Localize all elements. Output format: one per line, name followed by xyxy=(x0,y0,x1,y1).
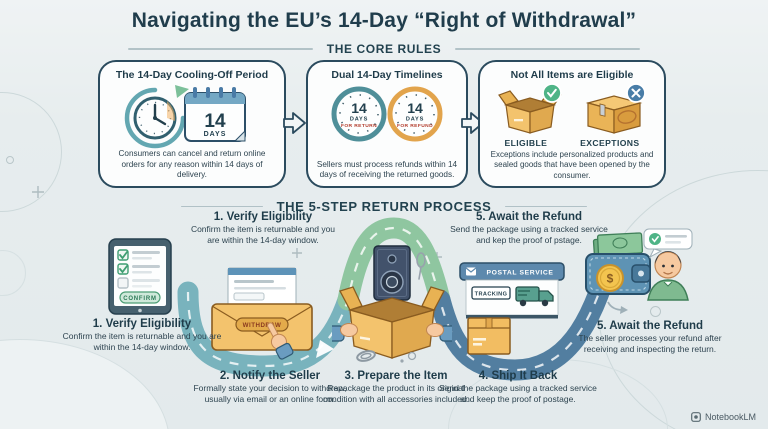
speech-bubble-icon xyxy=(643,228,693,259)
card-title: The 14-Day Cooling-Off Period xyxy=(115,69,269,81)
confirm-button-graphic xyxy=(119,291,161,304)
package-icon xyxy=(467,317,511,355)
notebooklm-watermark: NotebookLM xyxy=(691,412,756,422)
step1-left-block: 1. Verify Eligibility Confirm the item i… xyxy=(62,318,222,353)
card-description: Sellers must process refunds within 14 d… xyxy=(316,159,458,180)
step-title: 5. Await the Refund xyxy=(596,320,704,332)
days-number: 14 xyxy=(204,111,226,132)
flow-arrowhead-icon xyxy=(316,340,334,358)
step4-block: 4. Ship It Back Send the package using a… xyxy=(438,370,598,405)
decorative-circle xyxy=(0,92,62,212)
confirm-label: CONFIRM xyxy=(123,296,157,302)
eligible-exceptions-boxes-icon xyxy=(498,83,646,134)
step-description: Send the package using a tracked service… xyxy=(439,383,597,405)
tablet-checklist-icon: CONFIRM xyxy=(108,238,172,315)
decorative-dot xyxy=(6,156,14,164)
withdraw-envelope-icon: WITHDRAW xyxy=(211,267,313,360)
step-title: 5. Await the Refund xyxy=(475,211,583,223)
card-title: Not All Items are Eligible xyxy=(510,69,634,81)
process-heading: THE 5-STEP RETURN PROCESS xyxy=(276,199,492,214)
notebooklm-logo-icon xyxy=(691,412,701,422)
plus-decoration xyxy=(32,186,44,198)
days-unit: DAYS xyxy=(204,131,227,138)
arrow-right-icon xyxy=(283,112,306,134)
postal-service-icon: POSTAL SERVICE TRACKING xyxy=(459,262,565,355)
card-description: Exceptions include personalized products… xyxy=(490,149,654,180)
step-title: 2. Notify the Seller xyxy=(219,370,321,382)
coin-symbol: $ xyxy=(607,272,614,286)
divider-line xyxy=(180,205,263,208)
step1-top-block: 1. Verify Eligibility Confirm the item i… xyxy=(184,211,342,246)
pointing-hand-icon xyxy=(267,322,294,360)
box-slot xyxy=(360,336,370,341)
return-unit: DAYS xyxy=(350,117,368,123)
truck-icon xyxy=(515,286,554,307)
step-description: Repackage the product in its original co… xyxy=(323,383,469,405)
card-title: Dual 14-Day Timelines xyxy=(331,69,443,81)
step3-block: 3. Prepare the Item Repackage the produc… xyxy=(316,370,476,405)
left-hand-icon xyxy=(332,323,358,342)
divider-line xyxy=(455,48,641,50)
process-header: THE 5-STEP RETURN PROCESS xyxy=(0,199,768,214)
step-title: 3. Prepare the Item xyxy=(344,370,448,382)
refund-label: FOR REFUND xyxy=(397,123,433,129)
tracking-label: TRACKING xyxy=(475,292,508,298)
refund-unit: DAYS xyxy=(406,117,424,123)
step2-block: 2. Notify the Seller Formally state your… xyxy=(190,370,350,405)
card-description: Consumers can cancel and return online o… xyxy=(118,149,266,180)
card-dual-timelines: Dual 14-Day Timelines 14 DAYS FOR RETURN… xyxy=(306,60,468,188)
exceptions-label: EXCEPTIONS xyxy=(580,138,640,148)
mail-logo-icon xyxy=(465,267,477,276)
step-description: Formally state your decision to withdraw… xyxy=(193,383,347,405)
refund-number: 14 xyxy=(407,100,423,116)
step-title: 1. Verify Eligibility xyxy=(213,211,313,223)
dual-clocks-icon: 14 DAYS FOR RETURN 14 DAYS FOR REFUND xyxy=(331,86,443,142)
arrow-right-icon xyxy=(461,112,484,134)
step-description: Confirm the item is returnable and you a… xyxy=(62,331,222,353)
repackage-box-icon xyxy=(332,245,452,363)
watermark-label: NotebookLM xyxy=(704,412,756,422)
step5-right-block: 5. Await the Refund The seller processes… xyxy=(570,320,730,355)
withdraw-label: WITHDRAW xyxy=(243,322,282,329)
step-description: The seller processes your refund after r… xyxy=(578,333,722,355)
step5-top-block: 5. Await the Refund Send the package usi… xyxy=(448,211,610,246)
divider-line xyxy=(505,205,588,208)
step-description: Confirm the item is returnable and you a… xyxy=(190,224,336,246)
check-badge-icon xyxy=(542,83,562,103)
refund-wallet-person-icon: $ xyxy=(585,228,693,314)
step-title: 4. Ship It Back xyxy=(478,370,558,382)
paperclip-icon xyxy=(356,350,376,362)
core-rules-heading: THE CORE RULES xyxy=(326,42,442,56)
right-hand-icon xyxy=(426,323,452,342)
step-description: Send the package using a tracked service… xyxy=(450,224,608,246)
page-title: Navigating the EU’s 14-Day “Right of Wit… xyxy=(131,9,637,32)
step-title: 1. Verify Eligibility xyxy=(92,318,192,330)
return-label: FOR RETURN xyxy=(341,123,377,129)
clock-calendar-icon: 14 DAYS xyxy=(124,85,246,149)
person-icon xyxy=(647,251,689,301)
card-cooling-off-period: The 14-Day Cooling-Off Period 14 DAYS Co… xyxy=(98,60,286,188)
card-eligibility: Not All Items are Eligible ELIGIBLE EXCE… xyxy=(478,60,666,188)
divider-line xyxy=(127,48,313,50)
postal-sign-label: POSTAL SERVICE xyxy=(487,270,554,277)
core-rules-header: THE CORE RULES xyxy=(0,42,768,56)
return-number: 14 xyxy=(351,100,367,116)
eligible-label: ELIGIBLE xyxy=(504,138,548,148)
